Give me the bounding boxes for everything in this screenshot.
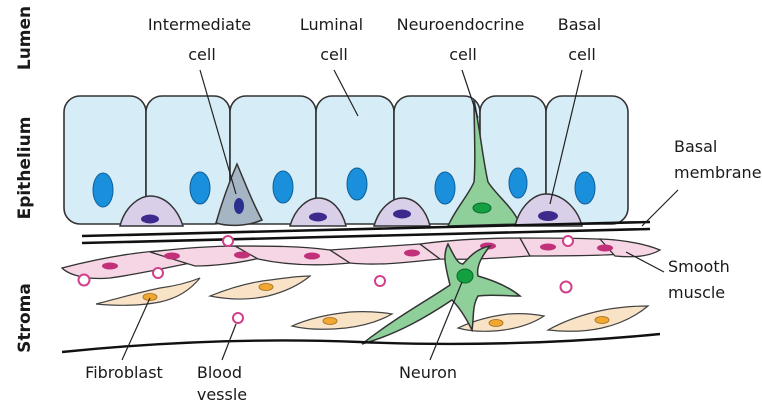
label-basal-membrane: Basal membrane	[674, 137, 762, 182]
label-blood-vessle: Blood vessle	[197, 363, 247, 404]
label-neuron: Neuron	[399, 363, 457, 382]
luminal-nucleus	[273, 171, 293, 203]
smooth-muscle-nucleus	[540, 244, 556, 251]
fibroblast-cell	[292, 312, 392, 330]
luminal-nucleus	[190, 172, 210, 204]
label-fibroblast: Fibroblast	[85, 363, 163, 382]
smooth-muscle-nucleus	[102, 263, 118, 270]
blood-vessel	[153, 268, 163, 278]
label-neuroendocrine-cell: Neuroendocrine cell	[397, 15, 530, 64]
label-intermediate-cell: Intermediate cell	[148, 15, 256, 64]
fibroblast-nucleus	[489, 320, 503, 327]
smooth-muscle-nucleus	[597, 245, 613, 252]
basal-nucleus	[538, 211, 558, 221]
fibroblast-nucleus	[259, 284, 273, 291]
luminal-nucleus	[347, 168, 367, 200]
neuron-nucleus	[457, 269, 473, 283]
luminal-nucleus	[509, 168, 527, 198]
blood-vessel	[233, 313, 243, 323]
blood-vessel	[375, 276, 385, 286]
smooth-muscle-nucleus	[164, 253, 180, 260]
basal-nucleus	[393, 210, 411, 219]
region-label-epithelium: Epithelium	[15, 117, 35, 220]
region-label-stroma: Stroma	[15, 283, 35, 353]
label-basal-cell: Basal cell	[558, 15, 606, 64]
smooth-muscle-nucleus	[404, 250, 420, 257]
intermediate-nucleus	[234, 198, 244, 214]
pointer-fibroblast	[122, 298, 150, 360]
basal-nucleus	[141, 215, 159, 224]
label-smooth-muscle: Smooth muscle	[668, 257, 735, 302]
blood-vessel	[563, 236, 573, 246]
luminal-nucleus	[93, 173, 113, 207]
blood-vessel	[561, 282, 572, 293]
region-label-lumen: Lumen	[15, 6, 35, 70]
pointer-basal-membrane	[642, 190, 678, 226]
blood-vessel	[223, 236, 233, 246]
smooth-muscle-cell	[235, 246, 350, 265]
fibroblast-nucleus	[323, 318, 337, 325]
luminal-nucleus	[575, 172, 595, 204]
smooth-muscle-nucleus	[234, 252, 250, 259]
stroma-boundary	[62, 334, 660, 352]
neuroendocrine-nucleus	[473, 203, 491, 213]
fibroblast-nucleus	[595, 317, 609, 324]
blood-vessel	[79, 275, 90, 286]
basal-nucleus	[309, 213, 327, 222]
luminal-nucleus	[435, 172, 455, 204]
smooth-muscle-nucleus	[304, 253, 320, 260]
label-luminal-cell: Luminal cell	[300, 15, 368, 64]
